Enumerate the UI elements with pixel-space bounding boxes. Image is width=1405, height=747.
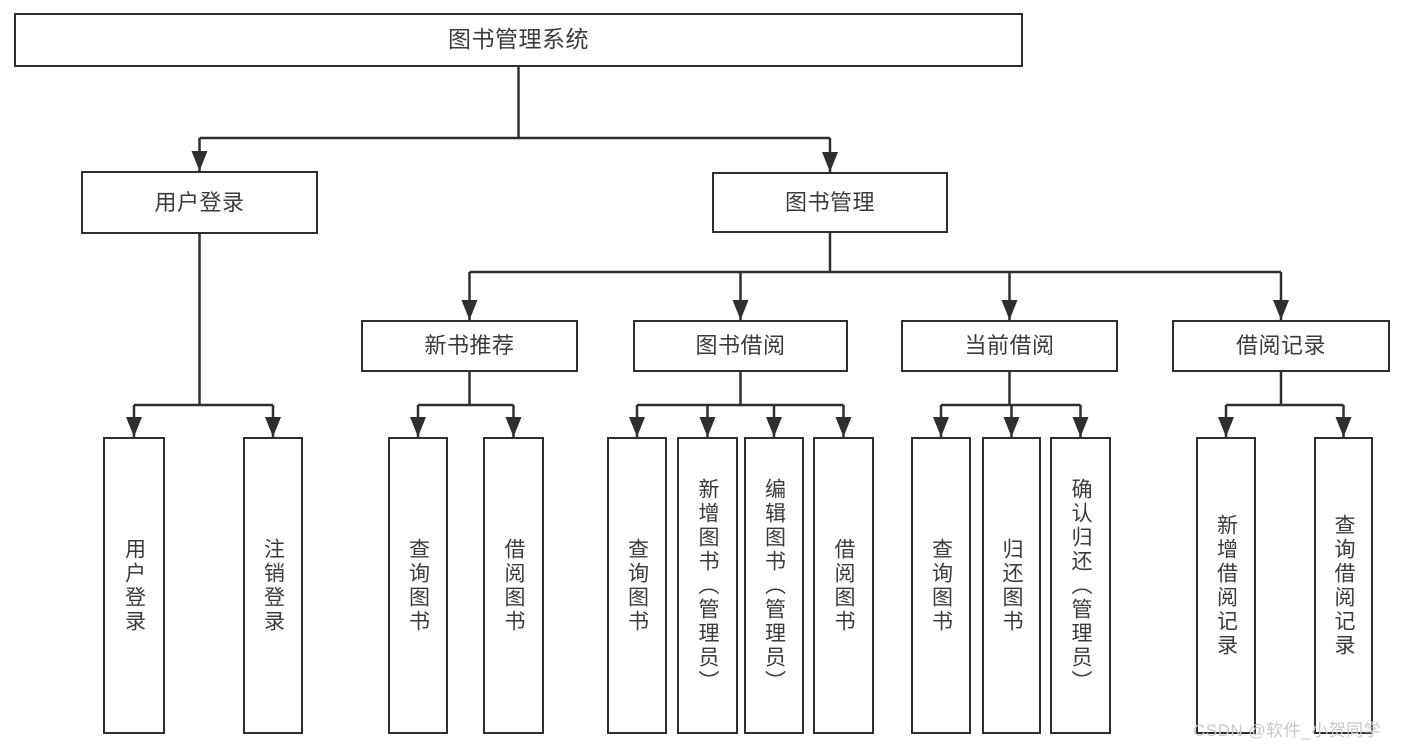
node-l6: 新增图书（管理员） — [677, 437, 738, 734]
edge-arrowhead — [1335, 417, 1352, 437]
node-label: 当前借阅 — [964, 333, 1055, 359]
edge-arrowhead — [265, 417, 281, 437]
edge-arrowhead — [1003, 417, 1020, 437]
node-root: 图书管理系统 — [14, 13, 1023, 67]
node-label: 归还图书 — [1000, 537, 1024, 634]
edge-arrowhead — [835, 417, 852, 437]
node-current: 当前借阅 — [901, 320, 1118, 372]
node-label: 新增图书（管理员） — [696, 477, 720, 694]
node-newbook: 新书推荐 — [361, 320, 578, 372]
node-label: 用户登录 — [154, 189, 245, 215]
node-l4: 借阅图书 — [483, 437, 544, 734]
node-records: 借阅记录 — [1172, 320, 1390, 372]
edge-arrowhead — [766, 417, 782, 437]
node-l8: 借阅图书 — [813, 437, 874, 734]
node-l2: 注销登录 — [243, 437, 303, 734]
node-label: 查询借阅记录 — [1332, 513, 1356, 658]
node-label: 用户登录 — [122, 537, 146, 634]
node-label: 查询图书 — [625, 537, 649, 634]
edge-arrowhead — [629, 417, 645, 437]
edge-arrowhead — [1001, 300, 1018, 320]
edge-arrowhead — [699, 417, 716, 437]
node-label: 借阅图书 — [502, 537, 526, 634]
edge-arrowhead — [461, 300, 478, 320]
node-label: 查询图书 — [929, 537, 953, 634]
node-l12: 新增借阅记录 — [1196, 437, 1256, 734]
node-label: 注销登录 — [261, 537, 285, 634]
node-l9: 查询图书 — [911, 437, 971, 734]
node-label: 借阅记录 — [1235, 333, 1326, 359]
node-label: 编辑图书（管理员） — [762, 477, 786, 694]
node-label: 查询图书 — [406, 537, 430, 634]
node-l1: 用户登录 — [103, 437, 165, 734]
edge-arrowhead — [505, 417, 522, 437]
node-bookmgmt: 图书管理 — [712, 172, 948, 233]
node-l7: 编辑图书（管理员） — [744, 437, 804, 734]
edge-arrowhead — [1273, 300, 1289, 320]
edge-arrowhead — [732, 300, 749, 320]
node-label: 新书推荐 — [424, 333, 515, 359]
node-l13: 查询借阅记录 — [1314, 437, 1373, 734]
node-label: 借阅图书 — [832, 537, 856, 634]
node-label: 确认归还（管理员） — [1069, 477, 1093, 694]
node-l3: 查询图书 — [388, 437, 448, 734]
node-label: 图书管理 — [784, 189, 875, 215]
node-login: 用户登录 — [81, 171, 318, 234]
node-borrow: 图书借阅 — [633, 320, 848, 372]
node-label: 图书借阅 — [695, 333, 786, 359]
edge-arrowhead — [822, 152, 838, 172]
edge-arrowhead — [1218, 417, 1234, 437]
edge-arrowhead — [126, 417, 142, 437]
node-label: 图书管理系统 — [448, 26, 589, 53]
edge-arrowhead — [410, 417, 426, 437]
edge-arrowhead — [1072, 417, 1089, 437]
edge-arrowhead — [933, 417, 949, 437]
node-l5: 查询图书 — [607, 437, 667, 734]
node-label: 新增借阅记录 — [1214, 513, 1238, 658]
edge-arrowhead — [191, 151, 208, 171]
node-l11: 确认归还（管理员） — [1050, 437, 1111, 734]
node-l10: 归还图书 — [982, 437, 1041, 734]
